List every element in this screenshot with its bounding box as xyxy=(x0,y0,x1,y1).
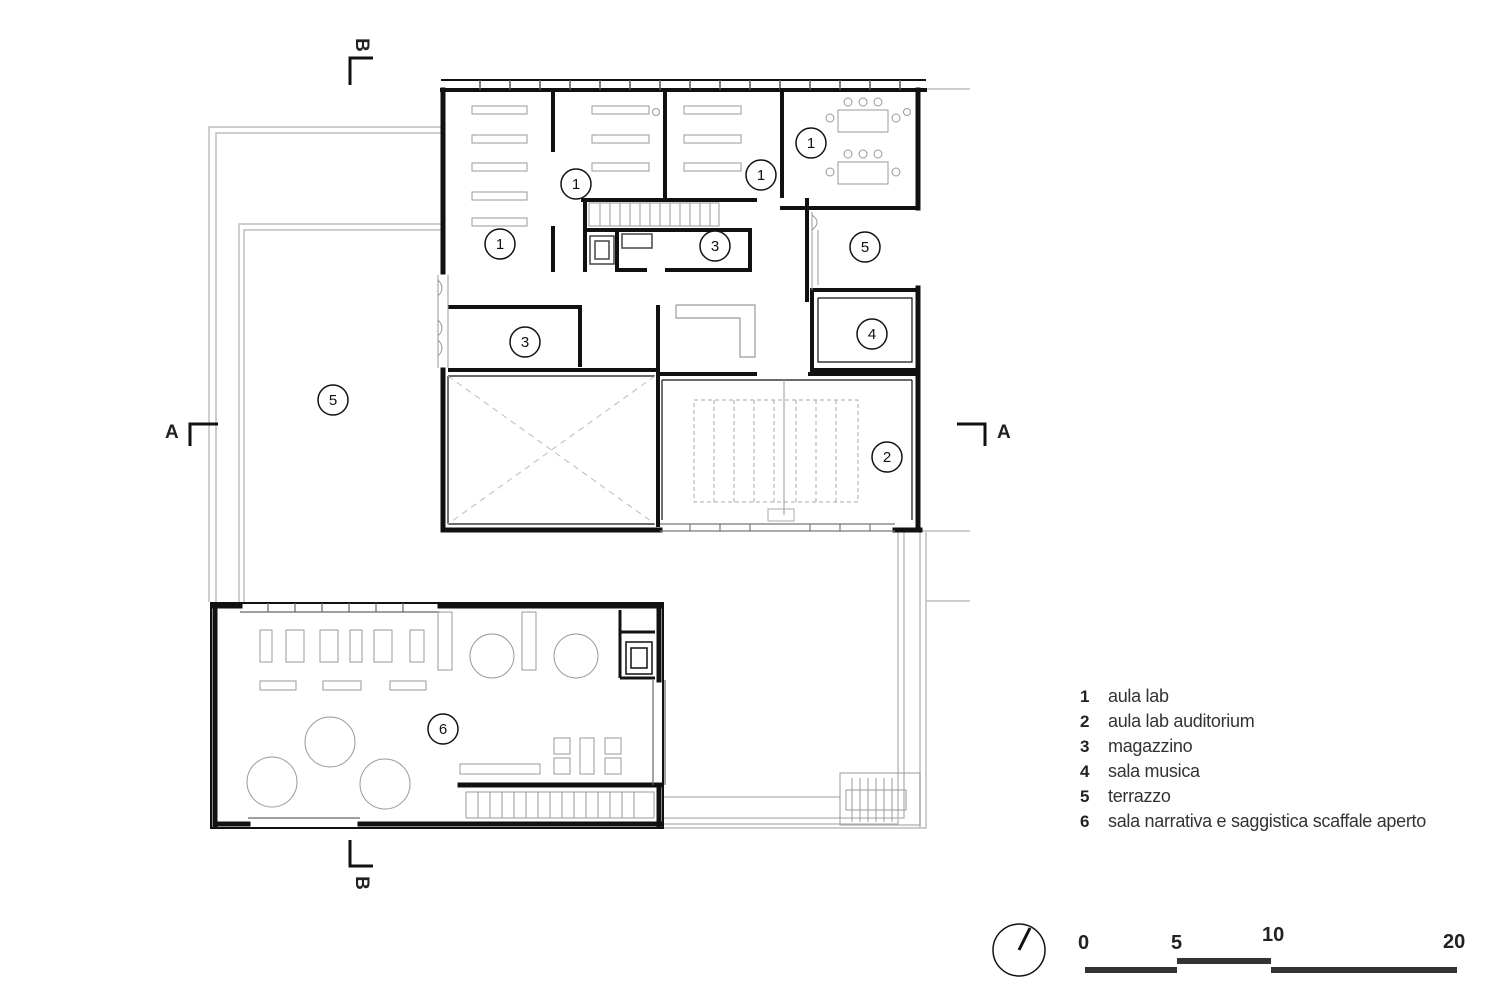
legend-label: terrazzo xyxy=(1108,786,1171,806)
legend-item: 1 aula lab xyxy=(1080,684,1426,709)
lab-desks xyxy=(471,97,911,227)
legend-label: aula lab xyxy=(1108,686,1169,706)
section-markers xyxy=(188,56,987,868)
interior-walls xyxy=(448,88,920,527)
terrace-outline xyxy=(208,126,442,602)
section-label-b-bottom: B xyxy=(350,876,372,890)
legend-number: 5 xyxy=(1080,787,1090,806)
legend-item: 5 terrazzo xyxy=(1080,784,1426,809)
north-arrow-icon xyxy=(992,923,1046,977)
terrace-outline-right xyxy=(663,88,970,829)
room-tag-4: 4 xyxy=(868,326,876,343)
legend-label: sala narrativa e saggistica scaffale ape… xyxy=(1108,811,1426,831)
facade-mullions xyxy=(479,80,901,90)
legend-item: 3 magazzino xyxy=(1080,734,1426,759)
reading-furniture xyxy=(246,611,622,810)
room-tag-1a: 1 xyxy=(496,236,504,253)
legend-number: 1 xyxy=(1080,687,1090,706)
section-label-b-top: B xyxy=(350,38,372,52)
room-tag-3b: 3 xyxy=(521,334,529,351)
legend-number: 4 xyxy=(1080,762,1090,781)
room-tag-numbers: 1 1 1 1 3 3 5 4 5 2 6 xyxy=(329,135,891,738)
reading-service-room xyxy=(618,610,655,680)
room-tag-5a: 5 xyxy=(861,239,869,256)
auditorium-steps xyxy=(767,508,795,522)
void-cross xyxy=(447,375,656,525)
section-label-a-right: A xyxy=(997,422,1011,443)
reading-room-walls xyxy=(210,602,664,829)
reading-room-glazing xyxy=(240,603,666,819)
room-tag-1c: 1 xyxy=(757,167,765,184)
external-stair xyxy=(839,772,921,826)
main-block-walls xyxy=(440,79,927,533)
room-tag-3a: 3 xyxy=(711,238,719,255)
room-tag-5b: 5 xyxy=(329,392,337,409)
room-tag-6: 6 xyxy=(439,721,447,738)
scale-label-0: 0 xyxy=(1078,932,1090,954)
legend-item: 4 sala musica xyxy=(1080,759,1426,784)
legend-label: aula lab auditorium xyxy=(1108,711,1255,731)
legend-number: 3 xyxy=(1080,737,1090,756)
legend-item: 2 aula lab auditorium xyxy=(1080,709,1426,734)
staircase-top xyxy=(588,202,720,227)
scale-label-20: 20 xyxy=(1443,931,1466,953)
room-tag-2: 2 xyxy=(883,449,891,466)
auditorium-seating xyxy=(693,399,859,503)
scale-label-5: 5 xyxy=(1171,932,1183,954)
auditorium-glazing xyxy=(660,523,895,532)
room-tags xyxy=(317,127,903,745)
left-doors xyxy=(437,212,819,368)
thin-interior-lines xyxy=(447,297,913,525)
legend-label: magazzino xyxy=(1108,736,1193,756)
section-label-a-left: A xyxy=(165,422,179,443)
room-legend: 1 aula lab 2 aula lab auditorium 3 magazzin… xyxy=(1080,684,1426,834)
legend-label: sala musica xyxy=(1108,761,1200,781)
room-tag-1b: 1 xyxy=(572,176,580,193)
legend-item: 6 sala narrativa e saggistica scaffale ap… xyxy=(1080,809,1426,834)
room-tag-1d: 1 xyxy=(807,135,815,152)
elevator-box xyxy=(589,233,653,265)
scale-bar xyxy=(1085,958,1457,973)
legend-number: 6 xyxy=(1080,812,1090,831)
scale-label-10: 10 xyxy=(1262,924,1285,946)
legend-number: 2 xyxy=(1080,712,1090,731)
staircase-bottom xyxy=(465,791,655,819)
reception-desk xyxy=(675,304,756,358)
